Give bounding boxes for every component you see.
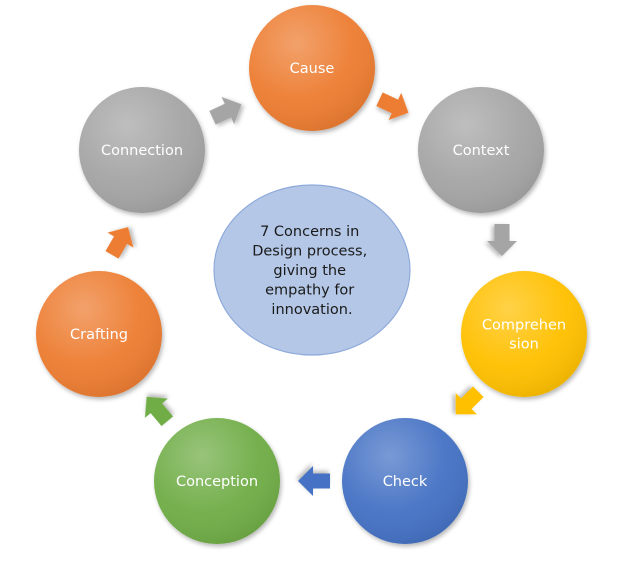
center-line: innovation. [271, 302, 352, 318]
node-highlight [249, 5, 375, 131]
arrow-comprehension-to-check-icon [455, 386, 484, 415]
node-cause: Cause [249, 5, 375, 131]
node-label: Conception [176, 474, 258, 490]
node-conception: Conception [154, 418, 280, 544]
center-ellipse [213, 184, 411, 356]
node-context: Context [418, 87, 544, 213]
node-label: Crafting [70, 327, 128, 343]
node-label: Check [383, 474, 428, 490]
arrow-context-to-comprehension-icon [487, 224, 517, 256]
node-connection: Connection [79, 87, 205, 213]
node-highlight [461, 271, 587, 397]
node-label-line: Context [453, 143, 510, 159]
arrow-check-to-conception-icon [298, 466, 330, 496]
center-line: 7 Concerns in [260, 224, 359, 240]
node-highlight [418, 87, 544, 213]
node-label-line: sion [509, 337, 539, 353]
node-highlight [154, 418, 280, 544]
node-highlight [36, 271, 162, 397]
arrow-connection-to-cause-icon [209, 96, 242, 125]
node-label-line: Comprehen [482, 318, 566, 334]
node-label-line: Conception [176, 474, 258, 490]
node-label-line: Connection [101, 143, 183, 159]
node-label: Comprehen sion [482, 318, 566, 353]
node-label: Connection [101, 143, 183, 159]
node-comprehension: Comprehen sion [461, 271, 587, 397]
node-label-line: Crafting [70, 327, 128, 343]
arrow-cause-to-context-icon [376, 92, 409, 121]
node-label-line: Check [383, 474, 428, 490]
node-highlight [342, 418, 468, 544]
node-check: Check [342, 418, 468, 544]
center-line: giving the [273, 263, 346, 279]
center-line: Design process, [252, 244, 367, 260]
node-highlight [79, 87, 205, 213]
node-label: Cause [290, 61, 335, 77]
node-label-line: Cause [290, 61, 335, 77]
arrow-conception-to-crafting-icon [144, 396, 174, 427]
node-crafting: Crafting [36, 271, 162, 397]
arrows-layer [105, 92, 517, 496]
center-line: empathy for [265, 283, 354, 299]
center-concept-node: 7 Concerns in Design process, giving the… [213, 184, 411, 356]
arrow-crafting-to-connection-icon [105, 227, 134, 259]
center-text: 7 Concerns in Design process, giving the… [252, 224, 372, 318]
node-label: Context [453, 143, 510, 159]
